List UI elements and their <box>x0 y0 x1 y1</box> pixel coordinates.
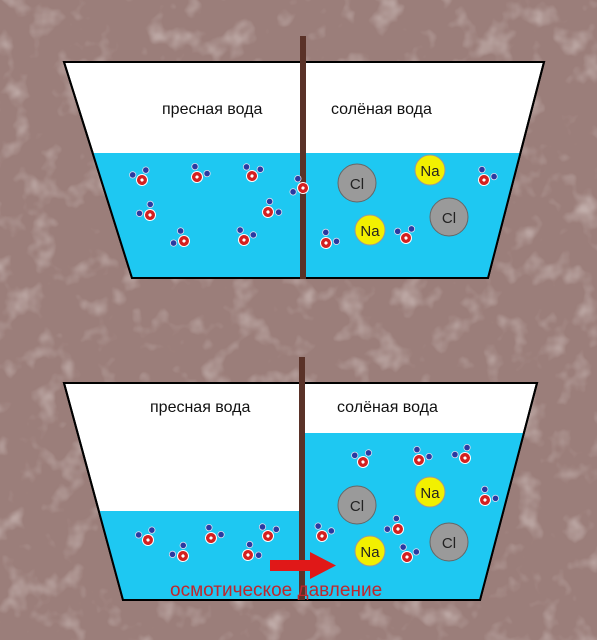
svg-text:Na: Na <box>420 163 440 180</box>
svg-text:Cl: Cl <box>350 176 364 193</box>
svg-text:Cl: Cl <box>442 210 456 227</box>
water-molecule <box>236 226 257 246</box>
bottom-salt-water-label: солёная вода <box>337 399 438 416</box>
top-salt-water-label: солёная вода <box>331 101 432 118</box>
top-panel: пресная вода солёная вода Cl Na Na Cl <box>62 36 546 279</box>
top-ion-na-2: Na <box>354 214 386 246</box>
osmotic-pressure-arrow <box>270 552 336 579</box>
svg-text:Na: Na <box>360 223 380 240</box>
water-molecule <box>399 543 420 563</box>
water-molecule <box>258 523 280 542</box>
water-molecule <box>478 165 498 186</box>
bottom-ion-cl-1: Cl <box>337 485 377 525</box>
water-molecule <box>262 197 283 218</box>
water-molecule <box>242 540 263 561</box>
svg-text:Na: Na <box>420 485 440 502</box>
bottom-water-molecules <box>135 443 500 563</box>
water-molecule <box>413 445 433 466</box>
water-molecule <box>383 514 404 535</box>
top-water-molecules <box>129 162 498 249</box>
water-molecule <box>394 225 416 244</box>
top-ion-cl-2: Cl <box>429 197 469 237</box>
bottom-fresh-water-label: пресная вода <box>150 399 251 416</box>
water-molecule <box>135 200 156 221</box>
water-molecule <box>479 485 500 506</box>
water-molecule <box>242 163 264 182</box>
water-molecule <box>169 227 190 247</box>
osmotic-pressure-label: осмотическое давление <box>170 580 382 601</box>
water-molecule <box>314 522 335 542</box>
svg-text:Na: Na <box>360 544 380 561</box>
svg-text:Cl: Cl <box>442 535 456 552</box>
top-ion-cl-1: Cl <box>337 163 377 203</box>
top-membrane <box>300 36 306 279</box>
water-molecule <box>129 166 150 186</box>
bottom-ion-na-1: Na <box>414 476 446 508</box>
bottom-ion-cl-2: Cl <box>429 522 469 562</box>
water-molecule <box>289 175 309 196</box>
water-molecule <box>320 228 341 249</box>
bottom-panel: пресная вода солёная вода Cl Na Na Cl ос… <box>62 357 539 601</box>
water-molecule <box>191 162 211 183</box>
water-molecule <box>451 443 471 464</box>
bottom-membrane <box>299 357 305 600</box>
water-molecule <box>135 526 156 546</box>
top-fresh-water-label: пресная вода <box>162 101 263 118</box>
water-molecule <box>351 449 373 468</box>
svg-text:Cl: Cl <box>350 498 364 515</box>
water-molecule <box>168 541 189 562</box>
top-ion-na-1: Na <box>414 154 446 186</box>
water-molecule <box>205 523 225 544</box>
bottom-ion-na-2: Na <box>354 535 386 567</box>
